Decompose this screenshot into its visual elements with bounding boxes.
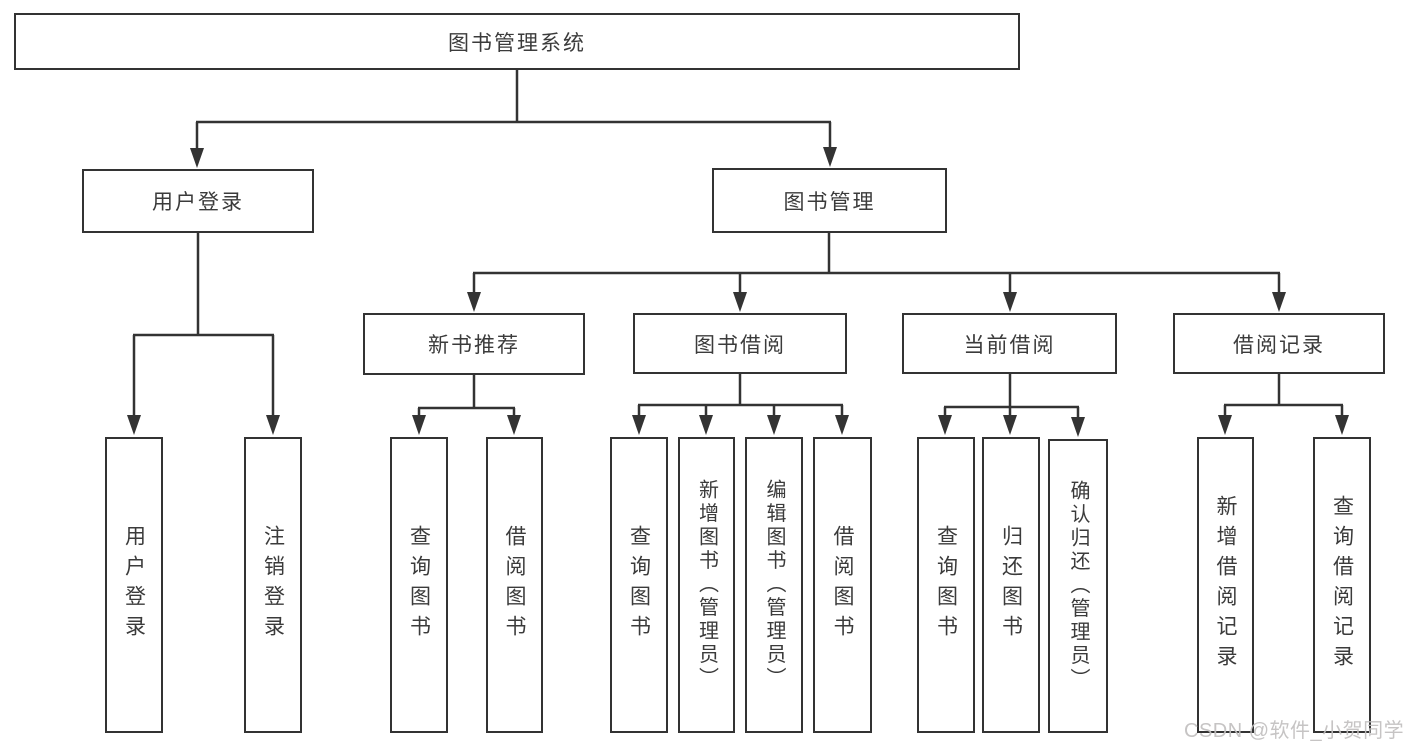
node-label: 查询借阅记录	[1330, 495, 1354, 675]
node-label: 新书推荐	[428, 334, 520, 357]
node-leaf-query-2: 查询图书	[610, 437, 668, 733]
node-leaf-query-3: 查询图书	[917, 437, 975, 733]
node-leaf-query-record: 查询借阅记录	[1313, 437, 1371, 733]
node-label: 新增图书（管理员）	[695, 479, 718, 691]
connector-group	[127, 70, 1349, 437]
node-leaf-edit-book: 编辑图书（管理员）	[745, 437, 803, 733]
node-leaf-add-book: 新增图书（管理员）	[678, 437, 735, 733]
node-label: 借阅图书	[503, 525, 526, 645]
node-label: 查询图书	[407, 525, 431, 645]
node-label: 注销登录	[261, 525, 285, 645]
node-leaf-confirm: 确认归还（管理员）	[1048, 439, 1108, 733]
node-label: 借阅图书	[831, 525, 854, 645]
node-records: 借阅记录	[1173, 313, 1385, 374]
node-label: 查询图书	[627, 525, 651, 645]
node-label: 图书管理系统	[448, 31, 586, 55]
node-label: 编辑图书（管理员）	[763, 479, 785, 691]
node-leaf-borrow-1: 借阅图书	[486, 437, 543, 733]
node-label: 新增借阅记录	[1214, 495, 1237, 675]
node-label: 用户登录	[122, 525, 146, 645]
node-leaf-login: 用户登录	[105, 437, 163, 733]
node-book-mgmt: 图书管理	[712, 168, 947, 233]
node-root: 图书管理系统	[14, 13, 1020, 70]
node-leaf-add-record: 新增借阅记录	[1197, 437, 1254, 733]
node-label: 图书管理	[783, 190, 876, 214]
node-label: 查询图书	[934, 525, 958, 645]
node-current: 当前借阅	[902, 313, 1117, 374]
node-leaf-borrow-2: 借阅图书	[813, 437, 872, 733]
node-leaf-return: 归还图书	[982, 437, 1040, 733]
node-leaf-query-1: 查询图书	[390, 437, 448, 733]
node-label: 确认归还（管理员）	[1067, 480, 1089, 692]
node-user-login: 用户登录	[82, 169, 314, 233]
node-label: 当前借阅	[963, 333, 1056, 357]
node-label: 用户登录	[152, 191, 244, 214]
node-book-borrow: 图书借阅	[633, 313, 847, 374]
node-label: 归还图书	[999, 525, 1023, 645]
node-label: 图书借阅	[694, 333, 786, 357]
node-leaf-logout: 注销登录	[244, 437, 302, 733]
node-label: 借阅记录	[1233, 333, 1325, 357]
node-new-rec: 新书推荐	[363, 313, 585, 375]
